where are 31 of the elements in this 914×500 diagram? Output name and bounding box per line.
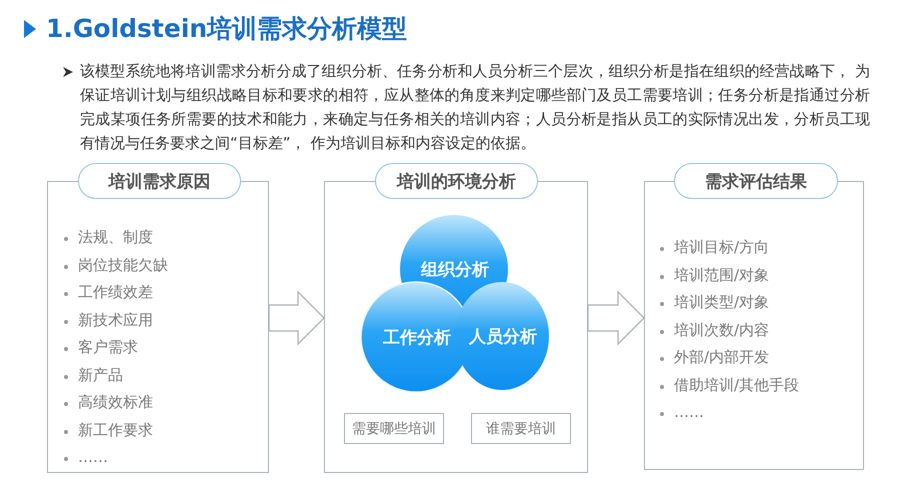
text-box: 谁需要培训 [471,413,571,444]
circle-label: 人员分析 [463,325,543,348]
panel-heading: 需求评估结果 [705,170,807,192]
text-box: 需要哪些培训 [344,413,444,444]
paragraph: 该模型系统地将培训需求分析分成了组织分析、任务分析和人员分析三个层次，组织分析是指在组织的经营战略下， 为保证培训计划与组织战略目标和要求的相符，应从整体的角度来判定哪些部门及员工需要培训；任务分析是指通过分析完成某项任务所需要的技术和能力，来确定与任务相关的培训内容；人员分析是指从员工的实际情况出发，分析员工现有情况与任务要求之间“目标差”， 作为培训目标和内容设定的依据。 [80,61,870,154]
list-item: …… [78,448,108,466]
panel [644,162,864,470]
panel-heading: 培训需求原因 [108,170,210,192]
panel-heading: 培训的环境分析 [397,170,516,192]
list-item: 客户需求 [78,338,138,357]
panel [324,162,588,473]
block-arrow [587,290,645,346]
list-item: 培训次数/内容 [674,320,770,340]
list-item: 岗位技能欠缺 [78,256,168,274]
list-item: 培训类型/对象 [674,293,770,312]
list-item: 借助培训/其他手段 [674,376,800,394]
list-item: 法规、制度 [78,228,153,247]
title: 1.Goldstein培训需求分析模型 [46,13,408,45]
circle-label: 工作分析 [377,326,457,349]
list-item: 新技术应用 [78,310,153,330]
panel [47,162,269,473]
list-item: 培训范围/对象 [674,266,770,284]
list-item: 工作绩效差 [78,283,153,302]
list-item: 新工作要求 [78,420,153,440]
list-item: 高绩效标准 [78,393,153,412]
list-item: …… [674,403,704,421]
list-item: 培训目标/方向 [674,238,770,257]
circle-label: 组织分析 [415,258,495,281]
list-item: 新产品 [78,366,123,384]
block-arrow [268,290,325,346]
list-item: 外部/内部开发 [674,348,770,367]
